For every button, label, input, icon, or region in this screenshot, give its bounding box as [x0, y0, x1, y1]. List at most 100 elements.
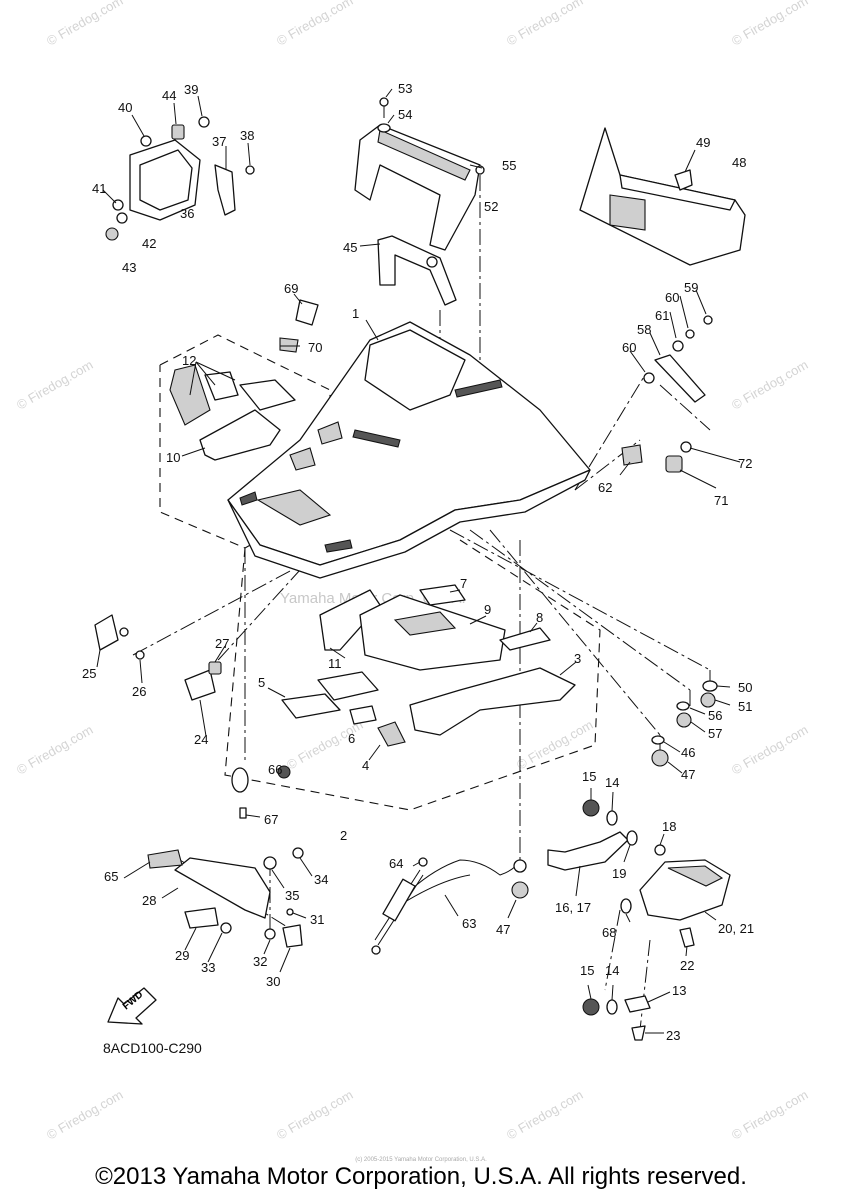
callout-label: 11 [328, 656, 342, 671]
callout-label: 68 [602, 925, 616, 940]
callout-label: 53 [398, 81, 412, 96]
callout-label: 34 [314, 872, 328, 887]
callout-label: 27 [215, 636, 229, 651]
callout-label: 49 [696, 135, 710, 150]
callout-label: 64 [389, 856, 403, 871]
callout-label: 71 [714, 493, 728, 508]
callout-labels: 1 2 3 4 5 6 7 8 9 10 11 12 13 14 14 15 1… [82, 81, 754, 1043]
callout-label: 45 [343, 240, 357, 255]
callout-label: 4 [362, 758, 369, 773]
callout-label: 42 [142, 236, 156, 251]
lever-group [621, 315, 713, 473]
callout-label: 39 [184, 82, 198, 97]
callout-label: 59 [684, 280, 698, 295]
callout-leaders [96, 88, 741, 1034]
callout-label: 54 [398, 107, 412, 122]
grommets-right [651, 680, 718, 767]
callout-label: 6 [348, 731, 355, 746]
callout-label: 22 [680, 958, 694, 973]
watermark: © Firedog.com [504, 1087, 586, 1143]
callout-label: 5 [258, 675, 265, 690]
lower-left-bracket [147, 847, 304, 948]
watermark: © Firedog.com [729, 0, 811, 49]
callout-label: 50 [738, 680, 752, 695]
callout-label: 38 [240, 128, 254, 143]
callout-label: 3 [574, 651, 581, 666]
callout-label: 26 [132, 684, 146, 699]
assembly-lines [132, 175, 711, 1031]
callout-label: 33 [201, 960, 215, 975]
watermark: © Firedog.com [44, 0, 126, 49]
callout-label: 47 [681, 767, 695, 782]
callout-label: 46 [681, 745, 695, 760]
callout-label: 51 [738, 699, 752, 714]
callout-label: 43 [122, 260, 136, 275]
callout-label: 57 [708, 726, 722, 741]
callout-label: 1 [352, 306, 359, 321]
watermark: © Firedog.com [729, 357, 811, 413]
callout-label: 13 [672, 983, 686, 998]
inner-liners [281, 584, 576, 747]
callout-label: 36 [180, 206, 194, 221]
headlight-housing [105, 116, 255, 241]
callout-label: 16, 17 [555, 900, 591, 915]
callout-label: 58 [637, 322, 651, 337]
watermark: © Firedog.com [504, 0, 586, 49]
watermark: © Firedog.com [274, 0, 356, 49]
callout-label: 7 [460, 576, 467, 591]
callout-label: 18 [662, 819, 676, 834]
main-hood [227, 321, 591, 579]
watermark: © Firedog.com [274, 1087, 356, 1143]
callout-label: 25 [82, 666, 96, 681]
callout-label: 60 [665, 290, 679, 305]
clamp-66-67 [231, 765, 291, 819]
callout-label: 24 [194, 732, 208, 747]
fwd-arrow: FWD [107, 987, 157, 1025]
callout-label: 15 [580, 963, 594, 978]
watermark: © Firedog.com [514, 717, 596, 773]
callout-label: 14 [605, 775, 619, 790]
callout-label: 55 [502, 158, 516, 173]
callout-label: 28 [142, 893, 156, 908]
callout-label: 35 [285, 888, 299, 903]
copyright-notice: ©2013 Yamaha Motor Corporation, U.S.A. A… [95, 1163, 747, 1190]
lower-right-cover [547, 799, 731, 1041]
callout-label: 2 [340, 828, 347, 843]
callout-label: 52 [484, 199, 498, 214]
watermark: © Firedog.com [44, 1087, 126, 1143]
watermark: © Firedog.com [729, 722, 811, 778]
rear-cowl [579, 127, 746, 266]
small-plates [279, 299, 319, 353]
callout-label: 14 [605, 963, 619, 978]
watermark: © Firedog.com [729, 1087, 811, 1143]
callout-label: 48 [732, 155, 746, 170]
callout-label: 60 [622, 340, 636, 355]
throttle-cables [371, 857, 529, 955]
callout-label: 47 [496, 922, 510, 937]
callout-label: 23 [666, 1028, 680, 1043]
windshield-bracket [354, 97, 485, 251]
diagram-code: 8ACD100-C290 [103, 1040, 202, 1056]
callout-label: 44 [162, 88, 176, 103]
tiny-credit: (c) 2005-2015 Yamaha Motor Corporation, … [355, 1157, 487, 1163]
callout-label: 20, 21 [718, 921, 754, 936]
callout-label: 62 [598, 480, 612, 495]
callout-label: 66 [268, 762, 282, 777]
watermark: © Firedog.com [14, 357, 96, 413]
callout-label: 8 [536, 610, 543, 625]
callout-label: 29 [175, 948, 189, 963]
inner-panel [169, 364, 296, 461]
callout-label: 19 [612, 866, 626, 881]
callout-label: 65 [104, 869, 118, 884]
side-brackets [94, 614, 222, 701]
callout-label: 69 [284, 281, 298, 296]
callout-label: 31 [310, 912, 324, 927]
callout-label: 32 [253, 954, 267, 969]
callout-label: 41 [92, 181, 106, 196]
watermark: © Firedog.com [14, 722, 96, 778]
callout-label: 12 [182, 353, 196, 368]
callout-label: 30 [266, 974, 280, 989]
callout-label: 67 [264, 812, 278, 827]
callout-label: 40 [118, 100, 132, 115]
